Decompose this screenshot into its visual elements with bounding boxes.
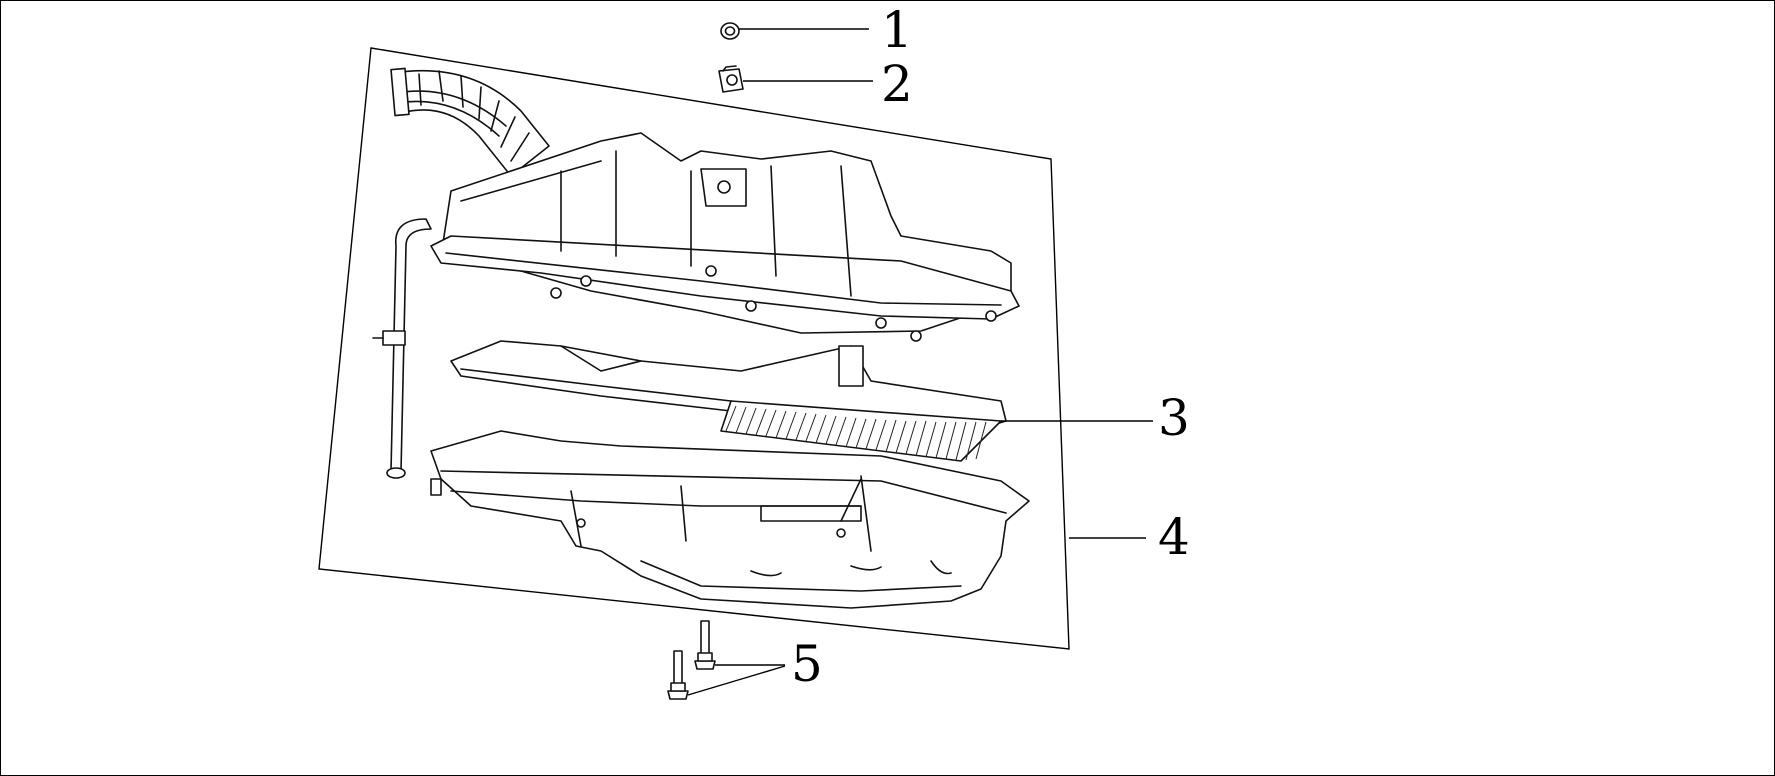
callout-number-1: 1 xyxy=(881,1,913,59)
assembly-boundary xyxy=(318,47,1070,650)
part-filter-element xyxy=(450,340,1007,462)
callout-number-4: 4 xyxy=(1158,508,1190,566)
part-upper-housing xyxy=(372,67,1020,479)
callout-number-5: 5 xyxy=(791,635,823,693)
filter-pleats xyxy=(725,405,987,461)
part-clip-nut xyxy=(718,65,744,93)
part-flange-bolt-upper xyxy=(694,620,716,670)
part-nut xyxy=(720,22,740,40)
callout-number-2: 2 xyxy=(881,55,913,113)
leader-line-5b xyxy=(687,665,786,696)
part-lower-housing xyxy=(430,430,1030,609)
part-flange-bolt-lower xyxy=(667,650,689,700)
callout-number-3: 3 xyxy=(1158,389,1190,447)
